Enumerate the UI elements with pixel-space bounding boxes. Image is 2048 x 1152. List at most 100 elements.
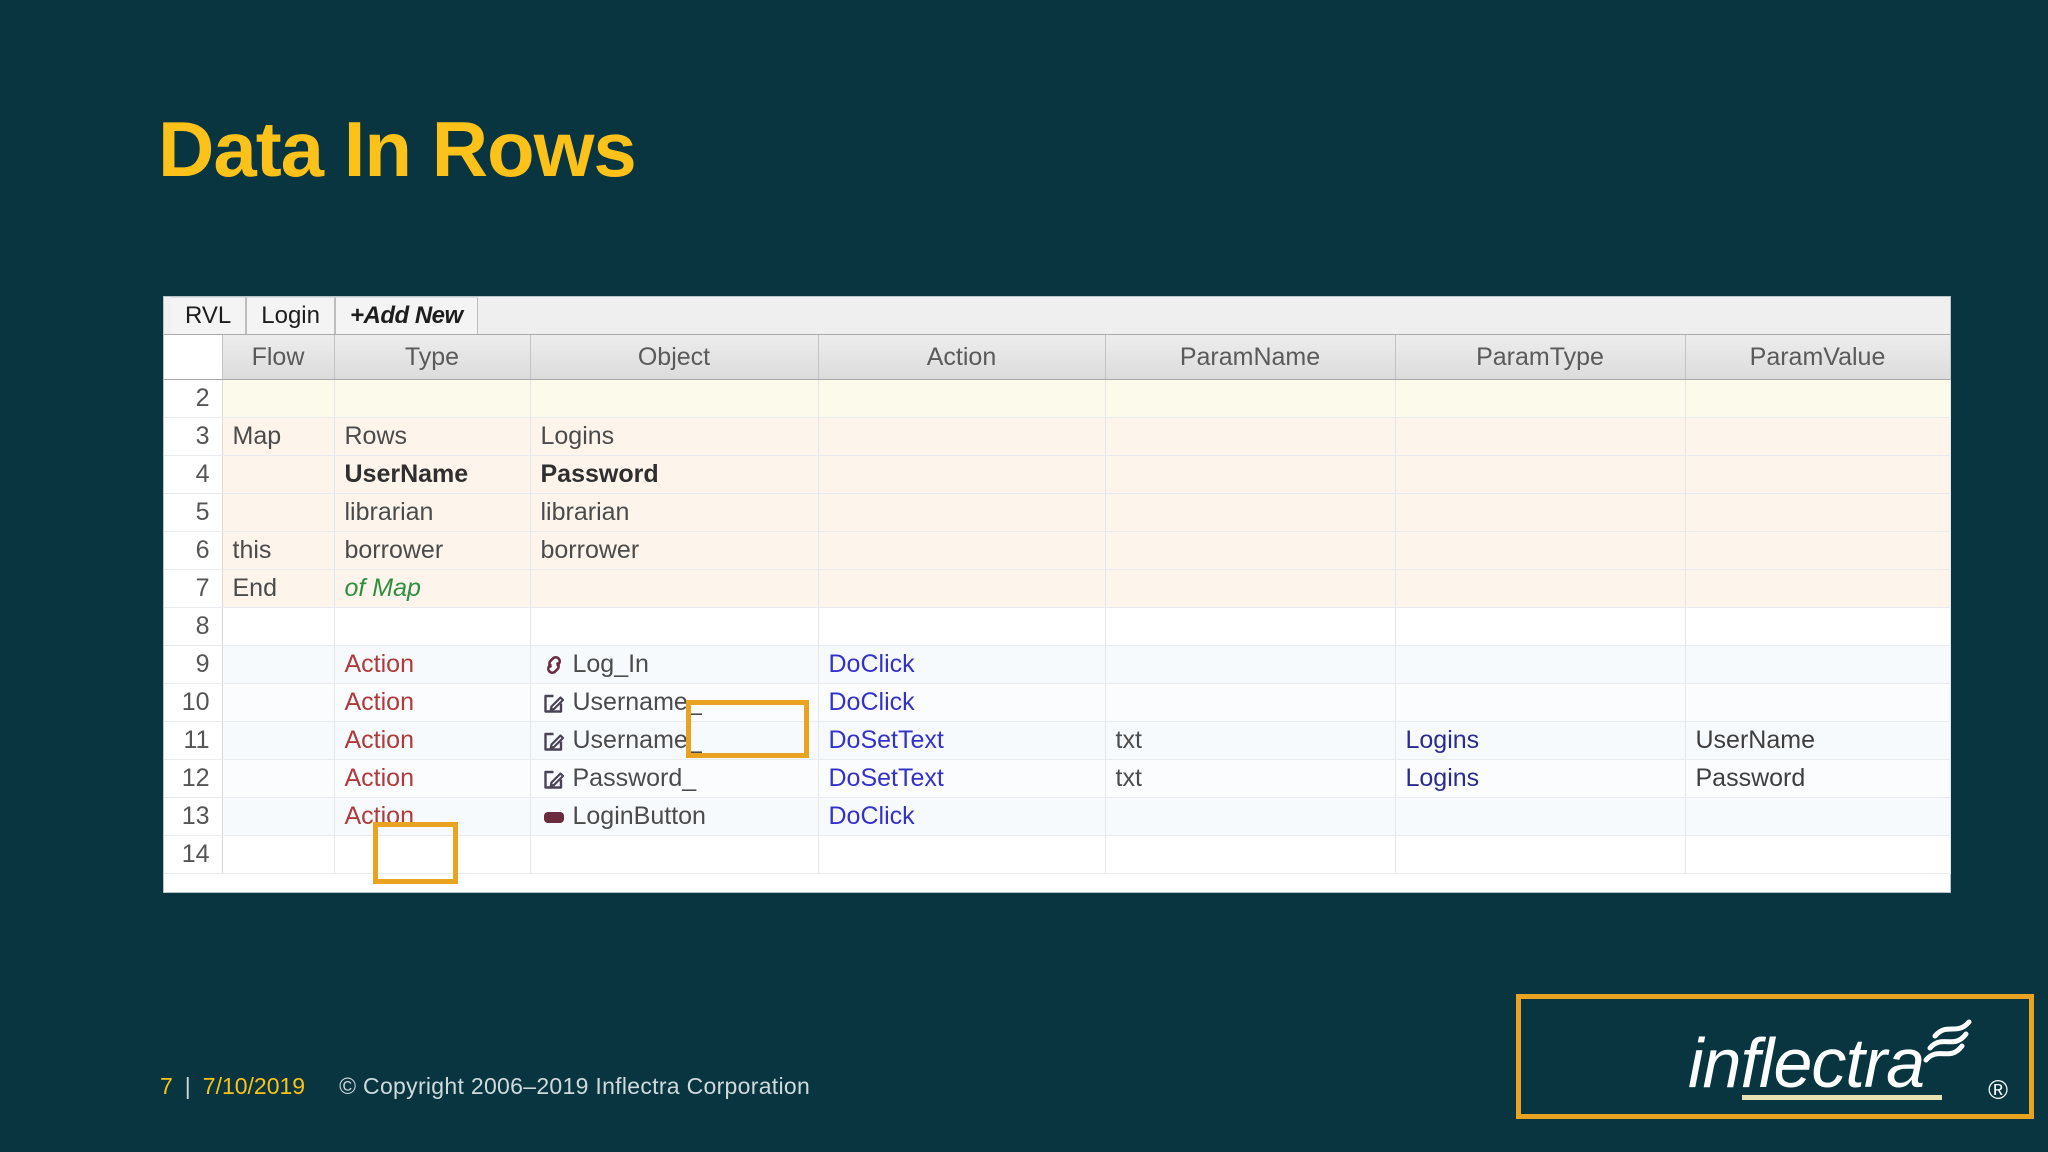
sheet-tab-add-new[interactable]: +Add New bbox=[335, 297, 478, 334]
cell-type[interactable]: borrower bbox=[334, 531, 531, 570]
cell-paramname[interactable] bbox=[1105, 417, 1396, 456]
cell-paramtype[interactable] bbox=[1395, 569, 1686, 608]
cell-object[interactable]: Logins bbox=[530, 417, 819, 456]
cell-object[interactable]: LoginButton bbox=[530, 797, 819, 836]
cell-paramtype[interactable] bbox=[1395, 379, 1686, 418]
cell-paramvalue[interactable] bbox=[1685, 645, 1951, 684]
row-number[interactable]: 7 bbox=[164, 569, 223, 608]
cell-paramtype[interactable] bbox=[1395, 417, 1686, 456]
cell-paramname[interactable]: txt bbox=[1105, 721, 1396, 760]
cell-paramvalue[interactable] bbox=[1685, 531, 1951, 570]
cell-type[interactable]: UserName bbox=[334, 455, 531, 494]
col-header-paramtype[interactable]: ParamType bbox=[1395, 335, 1686, 380]
cell-paramtype[interactable] bbox=[1395, 531, 1686, 570]
cell-paramname[interactable] bbox=[1105, 493, 1396, 532]
row-number[interactable]: 12 bbox=[164, 759, 223, 798]
cell-flow[interactable] bbox=[222, 683, 335, 722]
cell-action[interactable]: DoSetText bbox=[818, 721, 1106, 760]
cell-flow[interactable] bbox=[222, 835, 335, 874]
row-number[interactable]: 13 bbox=[164, 797, 223, 836]
cell-action[interactable] bbox=[818, 569, 1106, 608]
cell-action[interactable]: DoSetText bbox=[818, 759, 1106, 798]
row-number[interactable]: 6 bbox=[164, 531, 223, 570]
cell-action[interactable] bbox=[818, 379, 1106, 418]
cell-flow[interactable]: End bbox=[222, 569, 335, 608]
col-header-action[interactable]: Action bbox=[818, 335, 1106, 380]
cell-paramname[interactable] bbox=[1105, 379, 1396, 418]
row-number[interactable]: 5 bbox=[164, 493, 223, 532]
col-header-paramname[interactable]: ParamName bbox=[1105, 335, 1396, 380]
cell-object[interactable]: librarian bbox=[530, 493, 819, 532]
cell-paramname[interactable] bbox=[1105, 797, 1396, 836]
cell-flow[interactable] bbox=[222, 455, 335, 494]
row-number[interactable]: 9 bbox=[164, 645, 223, 684]
cell-flow[interactable] bbox=[222, 759, 335, 798]
cell-flow[interactable] bbox=[222, 607, 335, 646]
row-number[interactable]: 10 bbox=[164, 683, 223, 722]
row-number[interactable]: 2 bbox=[164, 379, 223, 418]
cell-action[interactable] bbox=[818, 493, 1106, 532]
cell-flow[interactable] bbox=[222, 645, 335, 684]
cell-type[interactable]: Rows bbox=[334, 417, 531, 456]
cell-object[interactable] bbox=[530, 835, 819, 874]
cell-paramtype[interactable]: Logins bbox=[1395, 721, 1686, 760]
cell-type[interactable]: Action bbox=[334, 645, 531, 684]
cell-action[interactable]: DoClick bbox=[818, 683, 1106, 722]
cell-action[interactable] bbox=[818, 531, 1106, 570]
cell-paramvalue[interactable] bbox=[1685, 455, 1951, 494]
cell-type[interactable]: Action bbox=[334, 721, 531, 760]
cell-paramvalue[interactable] bbox=[1685, 569, 1951, 608]
cell-flow[interactable] bbox=[222, 797, 335, 836]
cell-paramtype[interactable] bbox=[1395, 683, 1686, 722]
cell-paramtype[interactable]: Logins bbox=[1395, 759, 1686, 798]
cell-paramvalue[interactable] bbox=[1685, 379, 1951, 418]
cell-flow[interactable] bbox=[222, 379, 335, 418]
sheet-tab-login[interactable]: Login bbox=[246, 297, 335, 334]
row-number[interactable]: 4 bbox=[164, 455, 223, 494]
cell-type[interactable]: librarian bbox=[334, 493, 531, 532]
col-header-flow[interactable]: Flow bbox=[222, 335, 335, 380]
cell-flow[interactable] bbox=[222, 721, 335, 760]
cell-paramvalue[interactable] bbox=[1685, 607, 1951, 646]
row-number[interactable]: 3 bbox=[164, 417, 223, 456]
cell-object[interactable] bbox=[530, 379, 819, 418]
cell-object[interactable]: Username_ bbox=[530, 721, 819, 760]
cell-object[interactable]: borrower bbox=[530, 531, 819, 570]
cell-paramname[interactable]: txt bbox=[1105, 759, 1396, 798]
cell-object[interactable] bbox=[530, 569, 819, 608]
cell-action[interactable]: DoClick bbox=[818, 797, 1106, 836]
cell-type[interactable]: Action bbox=[334, 683, 531, 722]
cell-type[interactable]: Action bbox=[334, 797, 531, 836]
cell-paramvalue[interactable]: UserName bbox=[1685, 721, 1951, 760]
cell-paramname[interactable] bbox=[1105, 531, 1396, 570]
row-number[interactable]: 8 bbox=[164, 607, 223, 646]
cell-paramtype[interactable] bbox=[1395, 835, 1686, 874]
table-row[interactable]: 2 bbox=[164, 379, 1951, 418]
cell-paramvalue[interactable] bbox=[1685, 797, 1951, 836]
cell-type[interactable]: Action bbox=[334, 759, 531, 798]
cell-object[interactable]: Username_ bbox=[530, 683, 819, 722]
cell-paramname[interactable] bbox=[1105, 569, 1396, 608]
cell-paramvalue[interactable] bbox=[1685, 835, 1951, 874]
table-row[interactable]: 8 bbox=[164, 607, 1951, 646]
cell-action[interactable] bbox=[818, 835, 1106, 874]
cell-type[interactable] bbox=[334, 607, 531, 646]
cell-flow[interactable]: this bbox=[222, 531, 335, 570]
cell-flow[interactable] bbox=[222, 493, 335, 532]
cell-object[interactable]: Password bbox=[530, 455, 819, 494]
cell-paramtype[interactable] bbox=[1395, 645, 1686, 684]
cell-type[interactable] bbox=[334, 835, 531, 874]
cell-paramtype[interactable] bbox=[1395, 455, 1686, 494]
cell-action[interactable] bbox=[818, 455, 1106, 494]
cell-object[interactable]: Log_In bbox=[530, 645, 819, 684]
cell-paramvalue[interactable]: Password bbox=[1685, 759, 1951, 798]
sheet-tab-rvl[interactable]: RVL bbox=[171, 297, 247, 334]
row-number[interactable]: 14 bbox=[164, 835, 223, 874]
